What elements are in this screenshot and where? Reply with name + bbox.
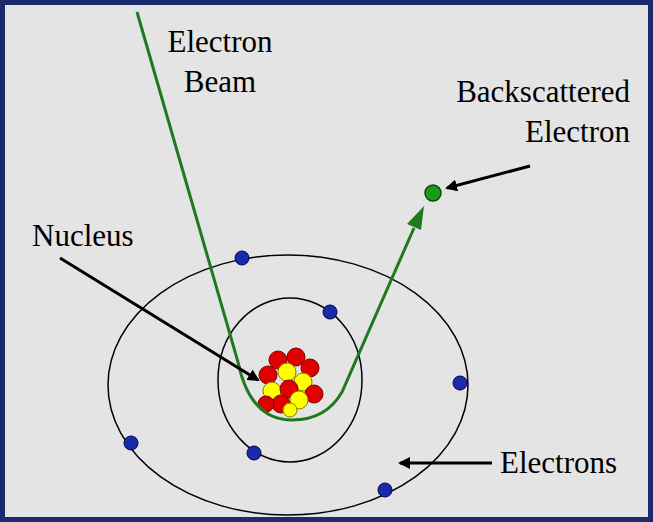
leader-arrow (400, 462, 492, 465)
inner-orbit (218, 298, 362, 462)
outer-orbit (108, 255, 468, 515)
nucleus-label: Nucleus (32, 216, 212, 256)
beam-label: Electron Beam (140, 22, 300, 102)
electron-path (137, 12, 414, 420)
leader-arrow (447, 166, 530, 188)
electrons-label: Electrons (500, 443, 648, 483)
nucleus-cluster (258, 348, 323, 417)
electrons (124, 251, 467, 497)
path-arrowhead (407, 206, 424, 230)
backscatter-label: Backscattered Electron (378, 72, 630, 152)
backscattered-electron-dot (425, 185, 441, 201)
leader-arrow (60, 258, 258, 380)
